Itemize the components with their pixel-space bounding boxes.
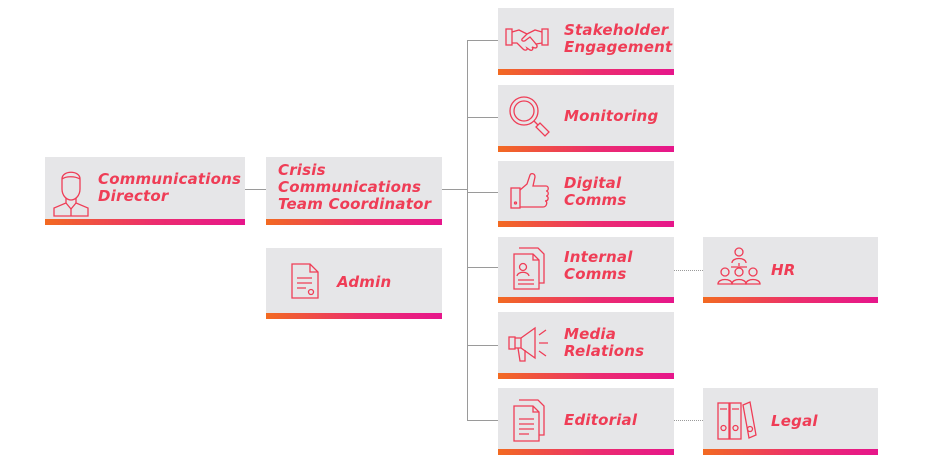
stakeholder-title-line1: Stakeholder — [564, 21, 669, 39]
coordinator-title-line2: Communications — [278, 178, 422, 196]
digital-title-line2: Comms — [564, 191, 627, 209]
director-title-line1: Communications — [98, 170, 242, 188]
node-team-coordinator[interactable]: Crisis Communications Team Coordinator — [266, 157, 442, 225]
thumbs-up-icon — [510, 172, 550, 210]
node-digital-comms[interactable]: Digital Comms — [498, 161, 674, 227]
team-icon — [717, 246, 761, 286]
director-title-line2: Director — [98, 187, 169, 205]
pages-icon — [512, 399, 546, 443]
node-legal[interactable]: Legal — [703, 388, 878, 455]
internal-title-line1: Internal — [564, 248, 633, 266]
magnifier-icon — [508, 95, 550, 139]
node-monitoring[interactable]: Monitoring — [498, 85, 674, 152]
node-admin[interactable]: Admin — [266, 248, 442, 319]
node-editorial[interactable]: Editorial — [498, 388, 674, 455]
connector-coordinator-trunk — [441, 189, 468, 190]
connector-trunk — [467, 40, 468, 421]
connector-editorial — [467, 420, 498, 421]
node-media-relations[interactable]: Media Relations — [498, 312, 674, 379]
coordinator-title-line1: Crisis — [278, 161, 326, 179]
hr-label: HR — [771, 261, 796, 279]
coordinator-title-line3: Team Coordinator — [278, 195, 432, 213]
connector-stakeholder — [467, 40, 498, 41]
connector-digital — [467, 192, 498, 193]
connector-director-coordinator — [245, 189, 267, 190]
connector-editorial-legal — [673, 420, 703, 421]
admin-label: Admin — [337, 273, 392, 291]
connector-monitoring — [467, 117, 498, 118]
binders-icon — [717, 399, 757, 441]
connector-internal — [467, 267, 498, 268]
connector-media — [467, 345, 498, 346]
node-communications-director[interactable]: Communications Director — [45, 157, 245, 225]
person-icon — [51, 165, 91, 217]
media-title-line2: Relations — [564, 342, 645, 360]
profile-documents-icon — [512, 247, 546, 291]
handshake-icon — [505, 24, 549, 54]
stakeholder-title-line2: Engagement — [564, 38, 673, 56]
node-internal-comms[interactable]: Internal Comms — [498, 237, 674, 303]
internal-title-line2: Comms — [564, 265, 627, 283]
editorial-label: Editorial — [564, 411, 638, 429]
node-stakeholder-engagement[interactable]: Stakeholder Engagement — [498, 8, 674, 75]
megaphone-icon — [508, 325, 552, 365]
media-title-line1: Media — [564, 325, 617, 343]
document-icon — [290, 262, 320, 300]
node-hr[interactable]: HR — [703, 237, 878, 303]
connector-internal-hr — [673, 270, 703, 271]
digital-title-line1: Digital — [564, 174, 622, 192]
legal-label: Legal — [771, 412, 818, 430]
monitoring-label: Monitoring — [564, 107, 659, 125]
